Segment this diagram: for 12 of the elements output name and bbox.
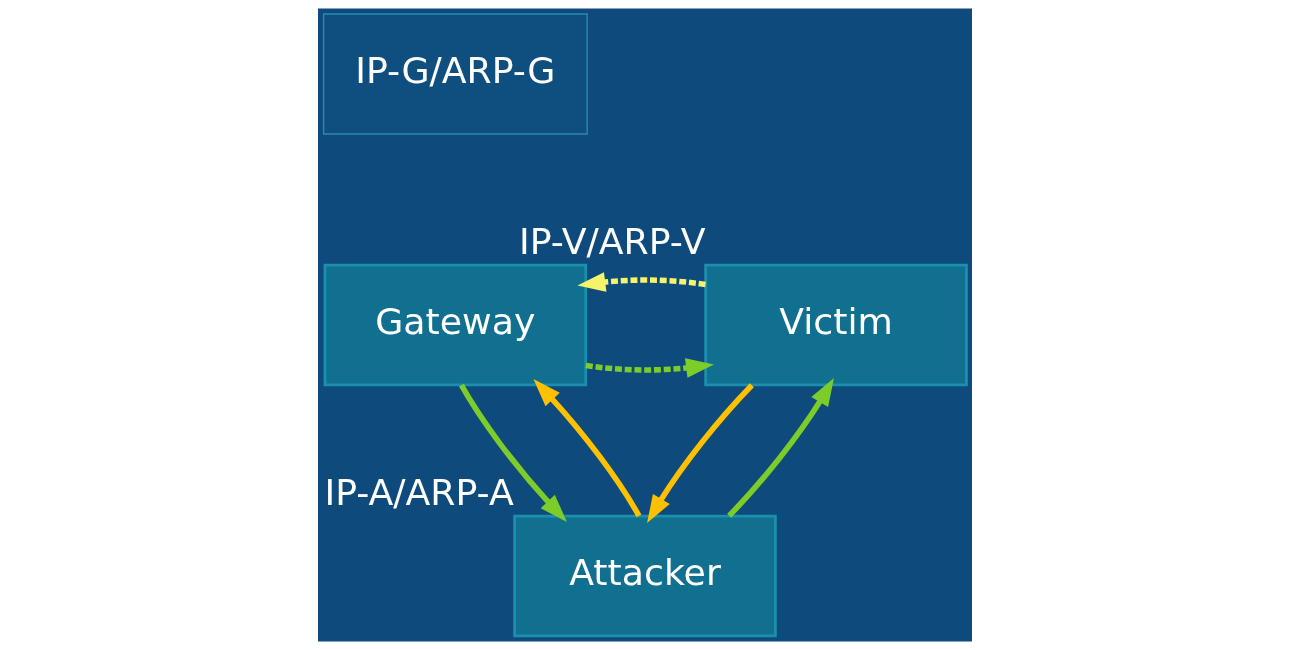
arrow xyxy=(458,383,567,522)
node-label: IP-A/ARP-A xyxy=(324,470,514,514)
arrow xyxy=(727,377,834,518)
node-box: Gateway xyxy=(323,263,588,387)
node-box: Victim xyxy=(704,263,968,387)
node-label: IP-V/ARP-V xyxy=(518,219,706,263)
arrow xyxy=(647,383,754,524)
node-box: Attacker xyxy=(513,514,777,638)
arrow xyxy=(533,379,642,518)
arrow xyxy=(585,358,714,378)
arrow xyxy=(577,272,706,292)
node-box: IP-G/ARP-G xyxy=(322,13,588,135)
